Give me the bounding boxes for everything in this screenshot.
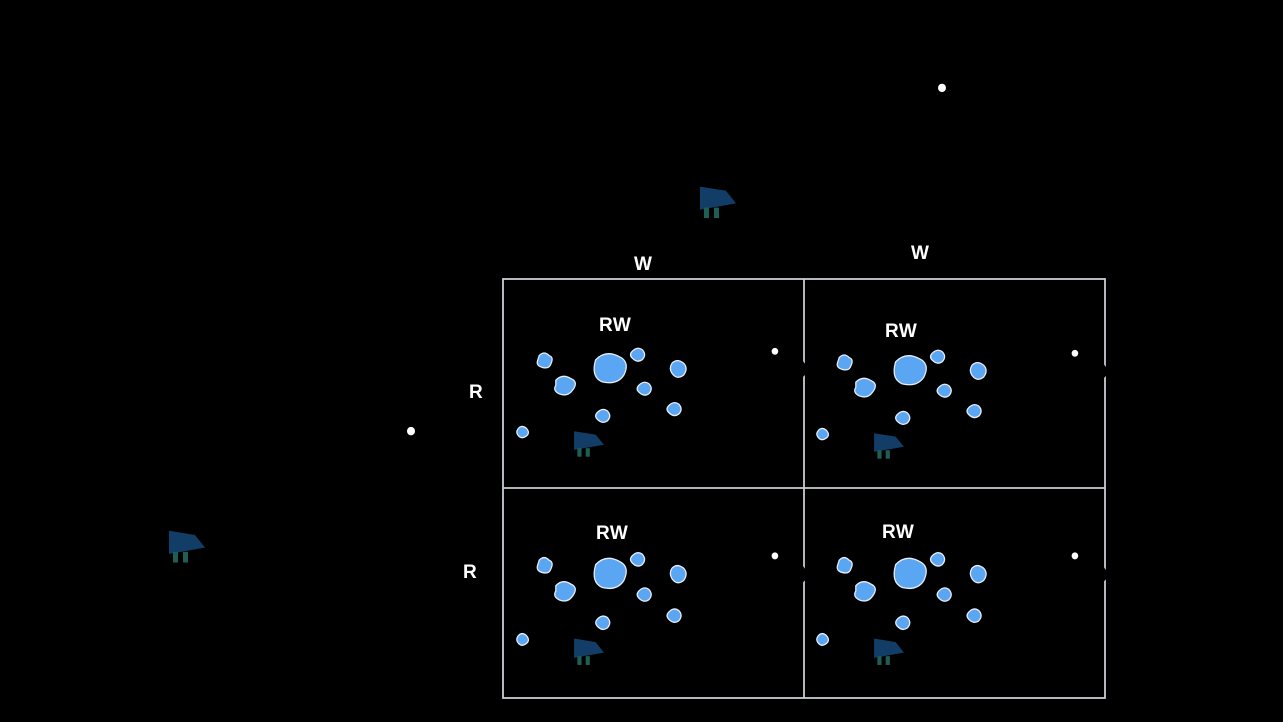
offspring-genotype-label-1: RW [599,315,632,336]
punnett-grid [502,278,1106,699]
offspring-cow-icon-1 [514,336,810,479]
side-allele-label-1: R [469,382,484,403]
offspring-cow-icon-3 [514,540,810,688]
side-allele-label-2: R [463,562,478,583]
white-parent-cow-icon [628,69,984,246]
offspring-genotype-label-3: RW [596,523,629,544]
top-allele-label-2: W [911,243,930,264]
offspring-genotype-label-2: RW [885,321,918,342]
top-allele-label-1: W [634,254,653,275]
offspring-cow-icon-4 [814,540,1110,688]
red-parent-cow-icon [97,412,453,591]
offspring-genotype-label-4: RW [882,522,915,543]
offspring-cow-icon-2 [814,338,1110,481]
